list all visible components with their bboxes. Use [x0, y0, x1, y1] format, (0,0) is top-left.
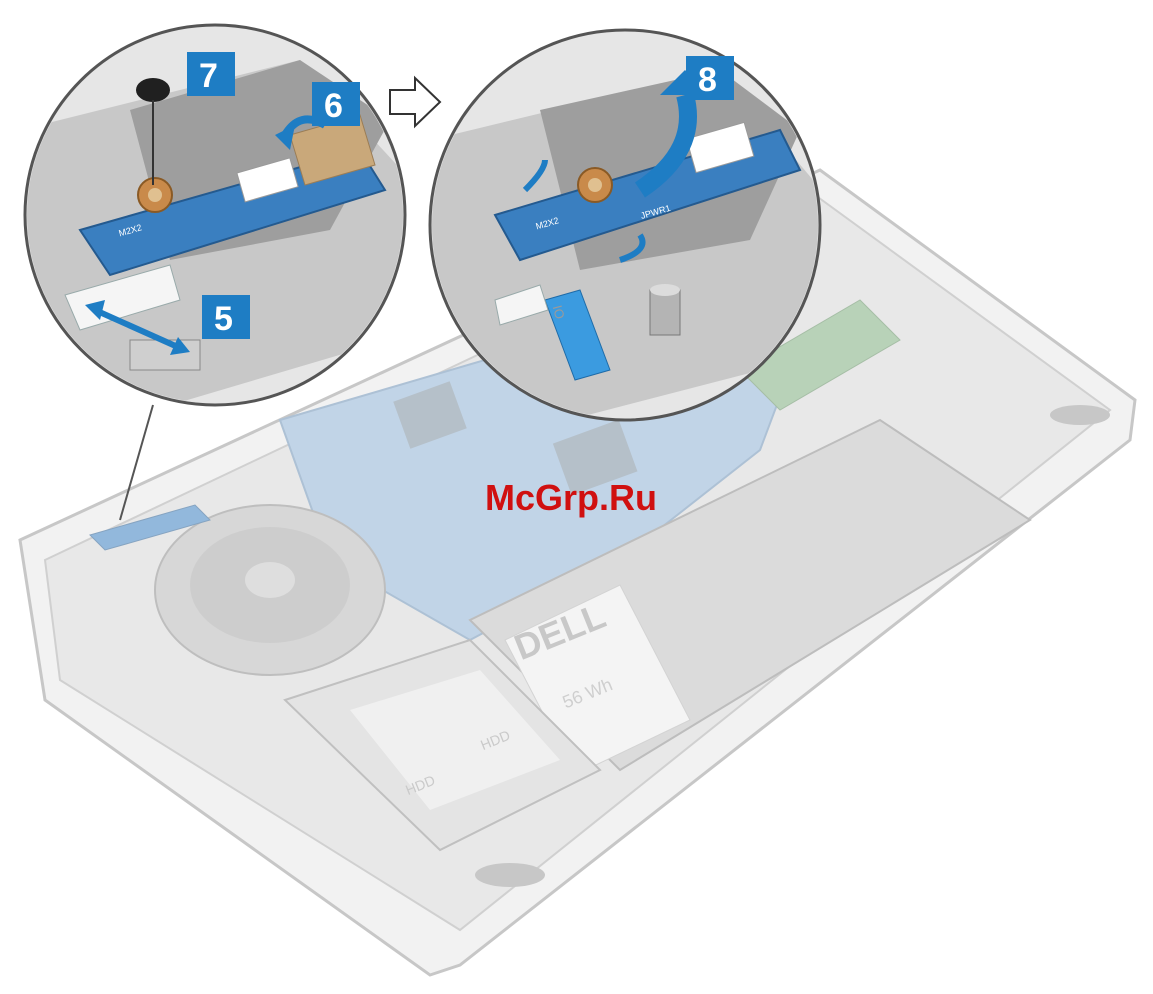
speaker-left: [475, 863, 545, 887]
fan: [155, 505, 385, 675]
watermark-text: McGrp.Ru: [485, 477, 657, 518]
speaker-right: [1050, 405, 1110, 425]
step-number-7: 7: [199, 57, 218, 95]
next-step-arrow-icon: [390, 78, 440, 126]
step-badge-7: 7: [187, 52, 235, 96]
step-number-5: 5: [214, 300, 233, 338]
step-badge-6: 6: [312, 82, 360, 126]
step-number-8: 8: [698, 61, 717, 99]
step-badge-5: 5: [202, 295, 250, 339]
step-badge-8: 8: [686, 56, 734, 100]
step-number-6: 6: [324, 87, 343, 125]
screw-icon: [136, 78, 170, 102]
